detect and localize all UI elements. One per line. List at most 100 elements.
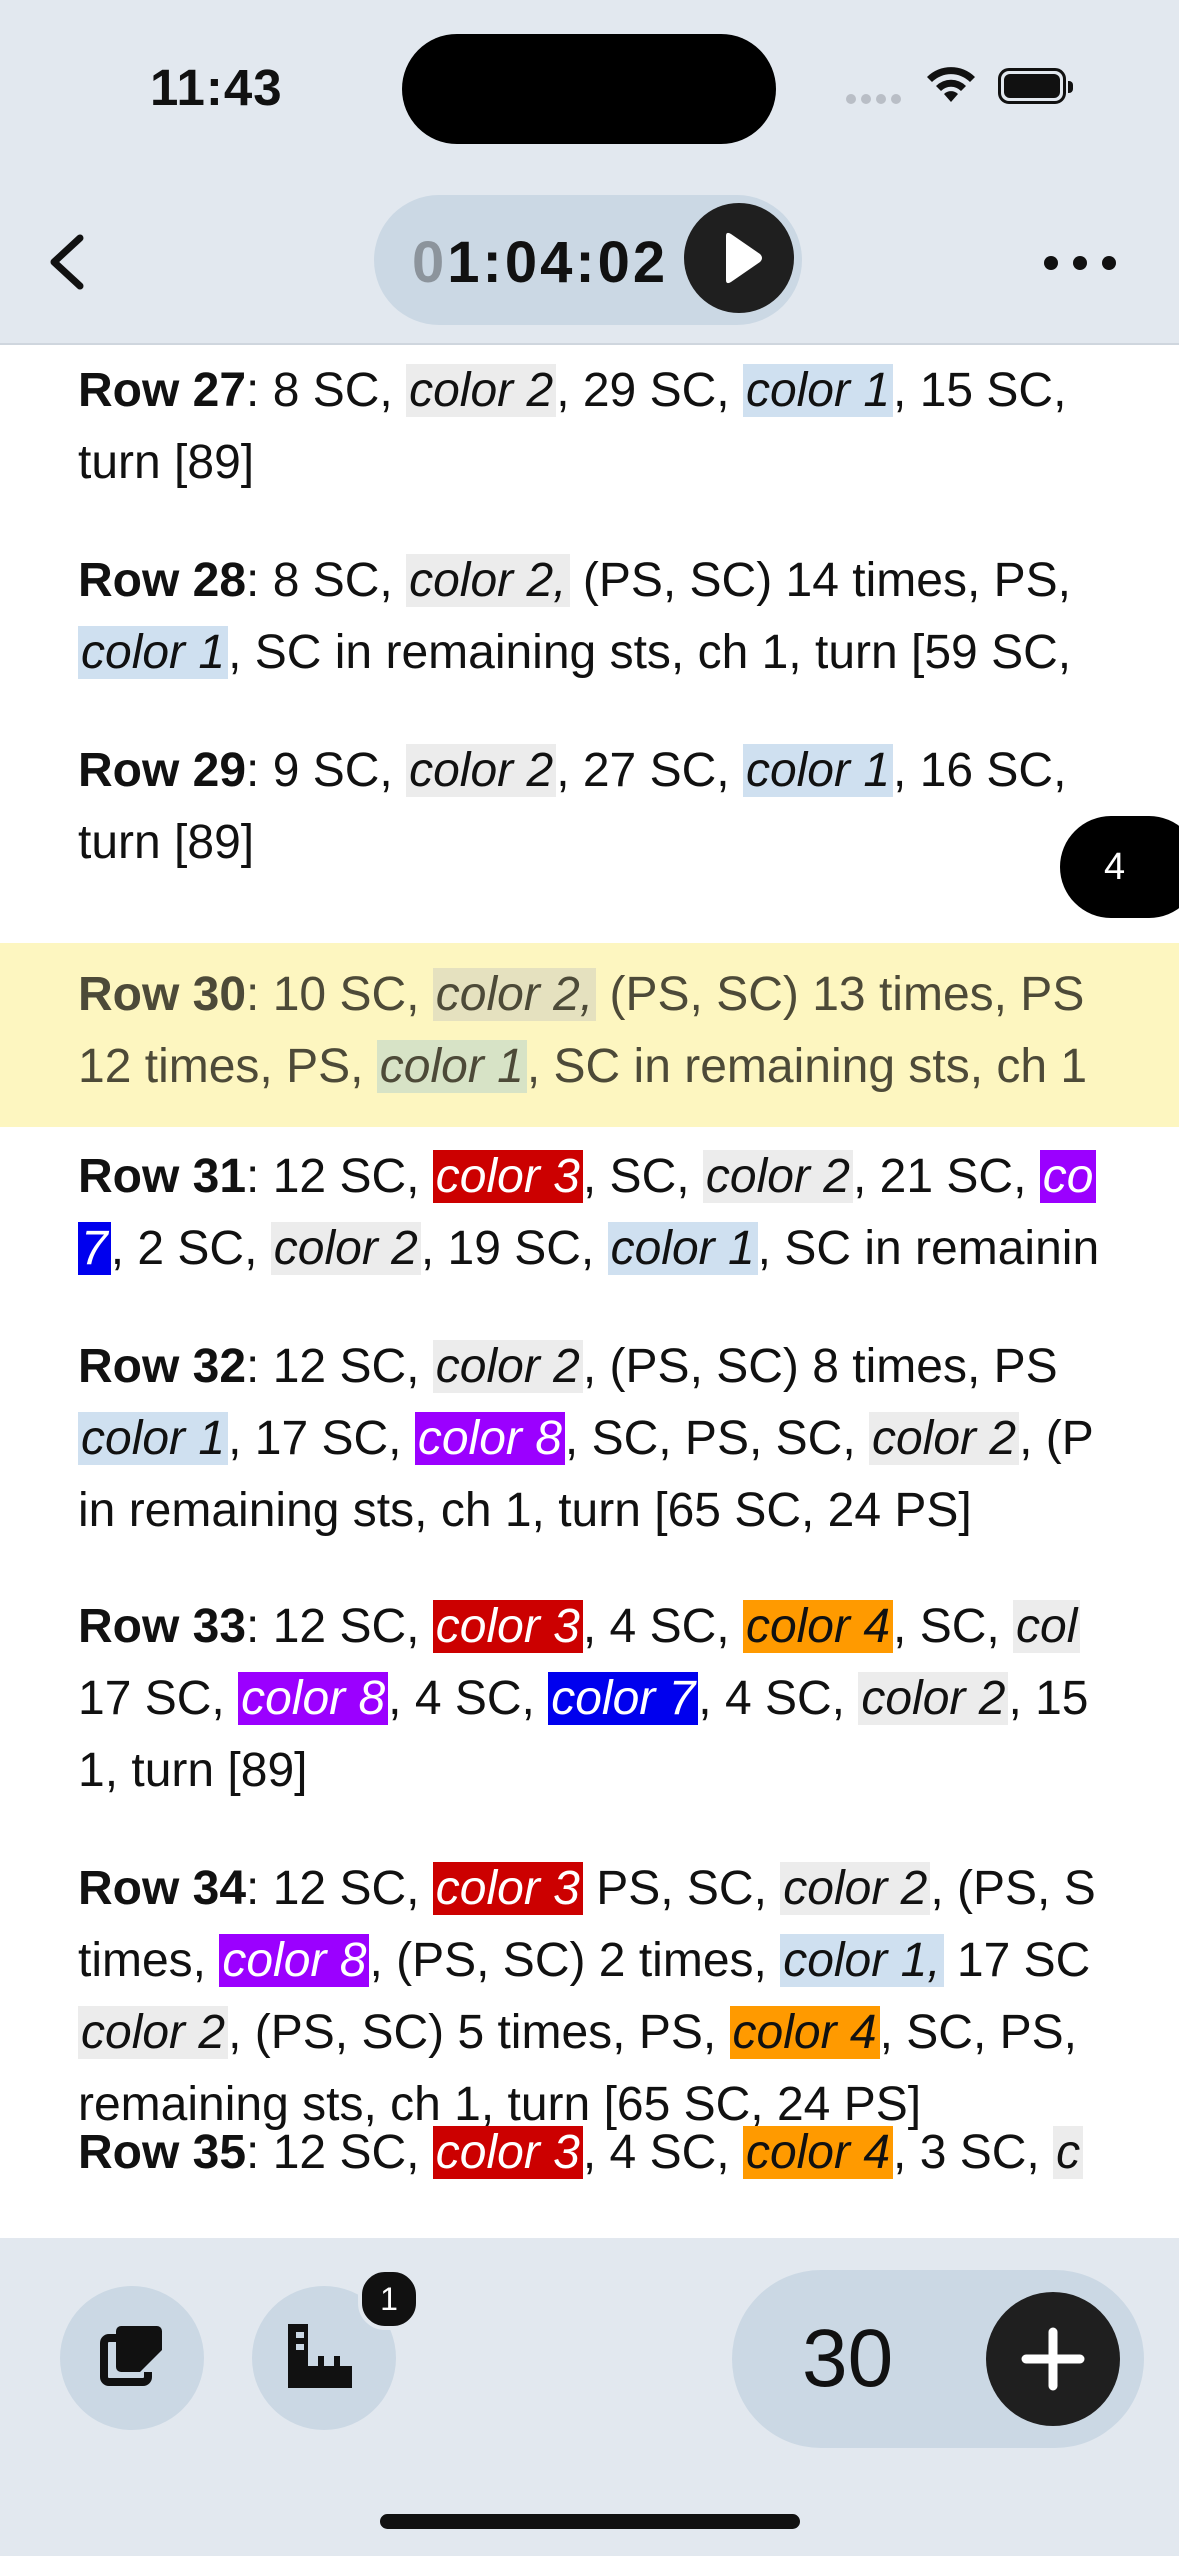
color-tag-8: co xyxy=(1039,1150,1097,1203)
row-label: Row 30 xyxy=(78,968,247,1021)
row-text-line: Row 31: 12 SC, color 3, SC, color 2, 21 … xyxy=(78,1141,1179,1213)
color-tag-2: color 2 xyxy=(406,364,557,417)
row-item[interactable]: Row 27: 8 SC, color 2, 29 SC, color 1, 1… xyxy=(0,345,1179,515)
color-tag-1: color 1 xyxy=(607,1222,758,1275)
row-text-line: Row 29: 9 SC, color 2, 27 SC, color 1, 1… xyxy=(78,735,1179,807)
color-tag-2: color 2 xyxy=(868,1412,1020,1465)
row-instruction-text: times, xyxy=(78,1934,220,1987)
increment-row-button[interactable] xyxy=(986,2292,1120,2426)
row-instruction-text: , 15 SC, xyxy=(893,364,1067,417)
row-instruction-text: , (PS, SC) 2 times, xyxy=(369,1934,781,1987)
row-item[interactable]: Row 32: 12 SC, color 2, (PS, SC) 8 times… xyxy=(0,1321,1179,1563)
color-tag-1: color 1, xyxy=(780,1934,944,1987)
color-tag-2: color 2, xyxy=(432,968,597,1021)
color-tag-8: color 8 xyxy=(238,1672,389,1725)
row-instruction-text: PS, SC, xyxy=(582,1862,781,1915)
play-button[interactable] xyxy=(684,203,794,313)
more-options-button[interactable] xyxy=(1040,236,1120,286)
row-text-line: Row 27: 8 SC, color 2, 29 SC, color 1, 1… xyxy=(78,355,1179,427)
color-tag-7: 7 xyxy=(78,1222,111,1275)
color-tag-3: color 3 xyxy=(432,1150,583,1203)
row-text-line: in remaining sts, ch 1, turn [65 SC, 24 … xyxy=(78,1475,1179,1547)
row-item[interactable]: Row 29: 9 SC, color 2, 27 SC, color 1, 1… xyxy=(0,725,1179,895)
color-tag-2: color 2, xyxy=(406,554,570,607)
row-label: Row 34 xyxy=(78,1862,247,1915)
play-icon xyxy=(726,232,762,284)
row-counter: 30 xyxy=(732,2270,1144,2448)
row-instruction-text: turn [89] xyxy=(78,436,255,489)
row-text-line: Row 33: 12 SC, color 3, 4 SC, color 4, S… xyxy=(78,1591,1179,1663)
row-instruction-text: 1, turn [89] xyxy=(78,1744,308,1797)
color-tag-4: color 4 xyxy=(742,2126,894,2179)
row-instruction-text: , 2 SC, xyxy=(110,1222,271,1275)
color-tag-8: color 8 xyxy=(219,1934,370,1987)
row-instruction-text: , SC, xyxy=(582,1150,703,1203)
row-instruction-text: : 12 SC, xyxy=(246,1340,433,1393)
scroll-position-bubble[interactable]: 4 xyxy=(1060,816,1179,918)
row-instruction-text: , 17 SC, xyxy=(228,1412,415,1465)
home-indicator xyxy=(380,2514,800,2529)
row-label: Row 35 xyxy=(78,2126,247,2179)
row-instruction-text: remaining sts, ch 1, turn [65 SC, 24 PS] xyxy=(78,2078,922,2131)
row-counter-value: 30 xyxy=(802,2313,894,2404)
row-item[interactable]: Row 31: 12 SC, color 3, SC, color 2, 21 … xyxy=(0,1131,1179,1301)
back-button[interactable] xyxy=(30,210,102,310)
color-tag-3: color 3 xyxy=(432,2126,583,2179)
row-text-line: turn [89] xyxy=(78,427,1179,499)
row-item[interactable]: Row 35: 12 SC, color 3, 4 SC, color 4, 3… xyxy=(0,2107,1179,2227)
row-instruction-text: (PS, SC) 13 times, PS xyxy=(596,968,1085,1021)
row-instruction-text: , SC in remaining sts, ch 1, turn [59 SC… xyxy=(228,626,1072,679)
current-row-item[interactable]: Row 30: 10 SC, color 2, (PS, SC) 13 time… xyxy=(0,943,1179,1127)
row-item[interactable]: Row 33: 12 SC, color 3, 4 SC, color 4, S… xyxy=(0,1581,1179,1823)
color-tag-2: col xyxy=(1013,1600,1081,1653)
row-text-line: 7, 2 SC, color 2, 19 SC, color 1, SC in … xyxy=(78,1213,1179,1285)
copy-button[interactable] xyxy=(60,2286,204,2430)
color-tag-1: color 1 xyxy=(78,1412,229,1465)
row-instruction-text: , 4 SC, xyxy=(582,1600,743,1653)
battery-icon xyxy=(998,68,1073,104)
color-tag-4: color 4 xyxy=(742,1600,894,1653)
dynamic-island xyxy=(402,34,776,144)
row-instruction-text: , SC in remainin xyxy=(757,1222,1100,1275)
row-text-line: 12 times, PS, color 1, SC in remaining s… xyxy=(78,1031,1179,1103)
row-instruction-text: , 16 SC, xyxy=(893,744,1067,797)
color-tag-7: color 7 xyxy=(548,1672,699,1725)
row-instruction-text: , 19 SC, xyxy=(420,1222,608,1275)
row-instruction-text: , SC, PS, xyxy=(879,2006,1077,2059)
color-tag-2: color 2 xyxy=(858,1672,1009,1725)
row-instruction-text: , 4 SC, xyxy=(388,1672,549,1725)
row-text-line: Row 34: 12 SC, color 3 PS, SC, color 2, … xyxy=(78,1853,1179,1925)
color-tag-2: color 2 xyxy=(406,744,557,797)
row-instruction-text: , (P xyxy=(1019,1412,1094,1465)
timer-prefix: 0 xyxy=(412,230,448,295)
row-item[interactable]: Row 34: 12 SC, color 3 PS, SC, color 2, … xyxy=(0,1843,1179,2157)
color-tag-3: color 3 xyxy=(432,1600,583,1653)
top-bar: 11:43 01:04:02 xyxy=(0,0,1179,345)
color-tag-3: color 3 xyxy=(432,1862,583,1915)
row-item[interactable]: Row 28: 8 SC, color 2, (PS, SC) 14 times… xyxy=(0,535,1179,705)
row-text-line: 1, turn [89] xyxy=(78,1735,1179,1807)
row-text-line: Row 30: 10 SC, color 2, (PS, SC) 13 time… xyxy=(78,959,1179,1031)
row-instruction-text: , (PS, SC) 8 times, PS xyxy=(582,1340,1058,1393)
row-text-line: Row 32: 12 SC, color 2, (PS, SC) 8 times… xyxy=(78,1331,1179,1403)
row-instruction-text: turn [89] xyxy=(78,816,255,869)
row-label: Row 33 xyxy=(78,1600,247,1653)
row-instruction-text: : 8 SC, xyxy=(246,364,407,417)
row-instruction-text: , SC in remaining sts, ch 1 xyxy=(526,1040,1088,1093)
row-instruction-text: , 4 SC, xyxy=(698,1672,859,1725)
row-text-line: turn [89] xyxy=(78,807,1179,879)
color-tag-1: color 1 xyxy=(376,1040,527,1093)
row-instruction-text: , 21 SC, xyxy=(852,1150,1040,1203)
row-instruction-text: 12 times, PS, xyxy=(78,1040,377,1093)
row-instruction-text: 17 SC xyxy=(943,1934,1091,1987)
color-tag-1: color 1 xyxy=(742,364,894,417)
timer-value: 1:04:02 xyxy=(447,230,669,295)
row-instruction-text: 17 SC, xyxy=(78,1672,239,1725)
wifi-icon xyxy=(927,67,975,102)
pattern-content[interactable]: Row 27: 8 SC, color 2, 29 SC, color 1, 1… xyxy=(0,345,1179,2238)
row-instruction-text: , 4 SC, xyxy=(582,2126,743,2179)
row-text-line: color 1, SC in remaining sts, ch 1, turn… xyxy=(78,617,1179,689)
row-instruction-text: : 12 SC, xyxy=(246,1150,433,1203)
chevron-left-icon xyxy=(50,234,84,290)
row-instruction-text: : 12 SC, xyxy=(246,1600,433,1653)
